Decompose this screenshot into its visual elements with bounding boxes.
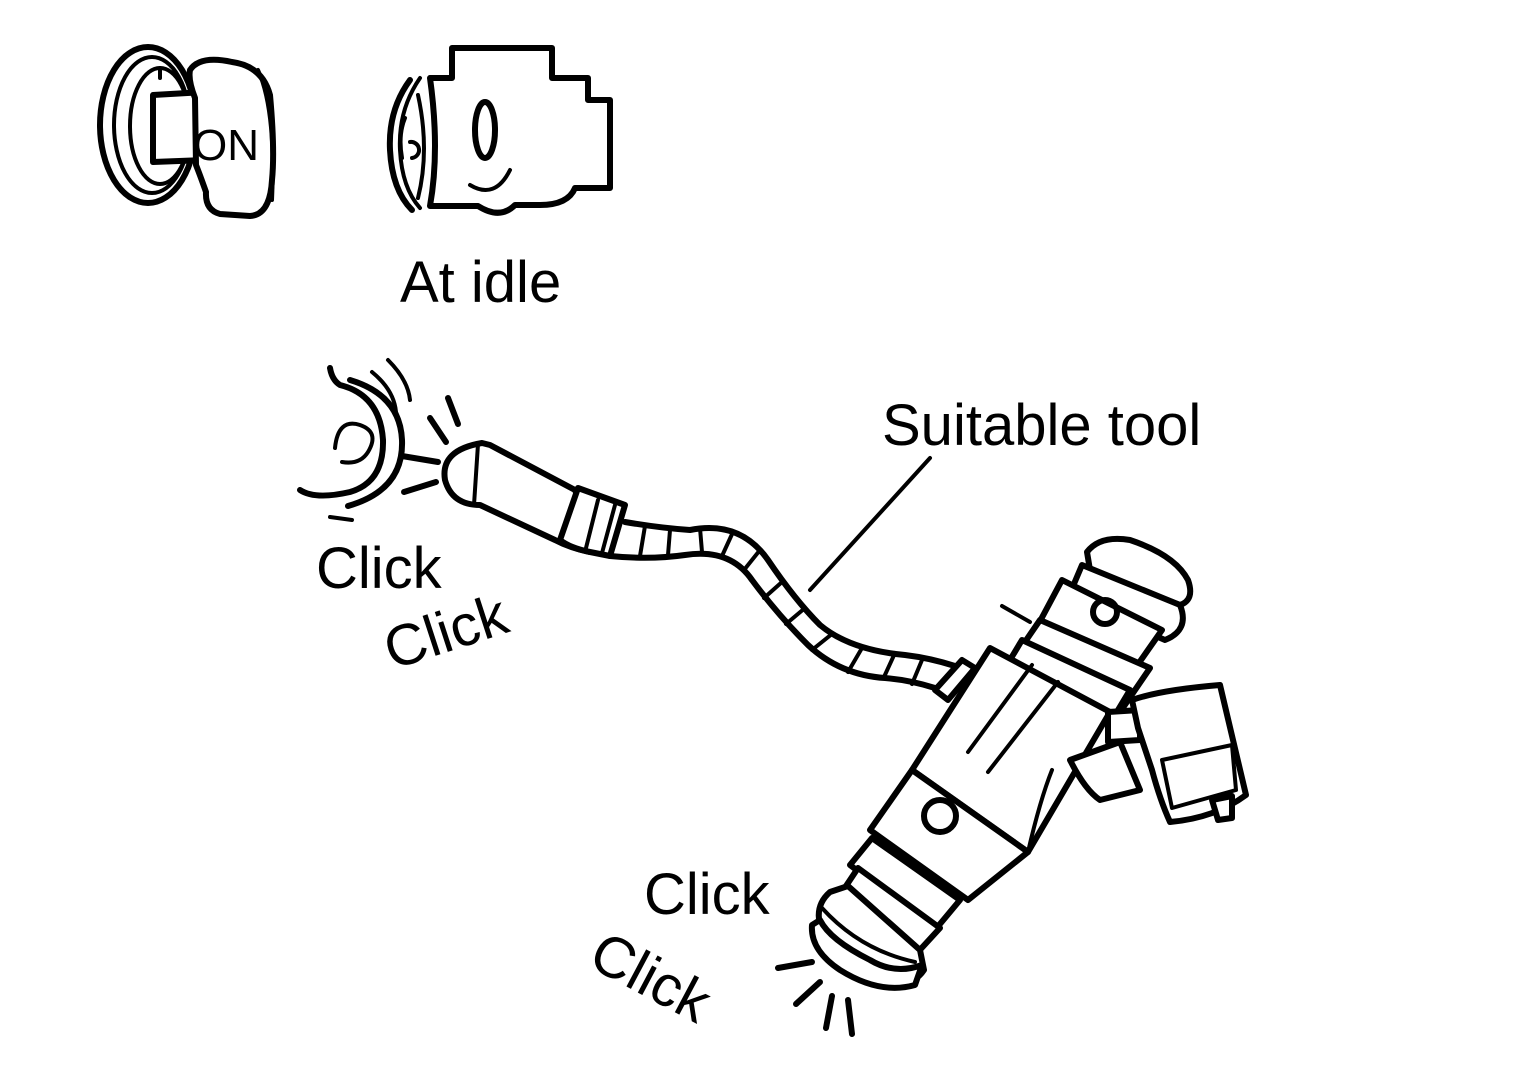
suitable-tool-icon (441, 440, 958, 691)
engine-state-label: At idle (400, 250, 561, 315)
key-position-label: ON (193, 121, 259, 170)
suitable-tool-label: Suitable tool (882, 393, 1201, 458)
nozzle-sound-lines (775, 959, 855, 1037)
click-label-3: Click (644, 862, 771, 927)
fuel-injector-icon (808, 535, 1249, 991)
probe-sound-lines (399, 395, 461, 495)
ignition-key-icon: ON (97, 44, 277, 219)
ear-icon (297, 358, 412, 522)
engine-icon (386, 45, 613, 216)
click-label-4: Click (580, 919, 722, 1036)
click-label-1: Click (316, 536, 443, 601)
